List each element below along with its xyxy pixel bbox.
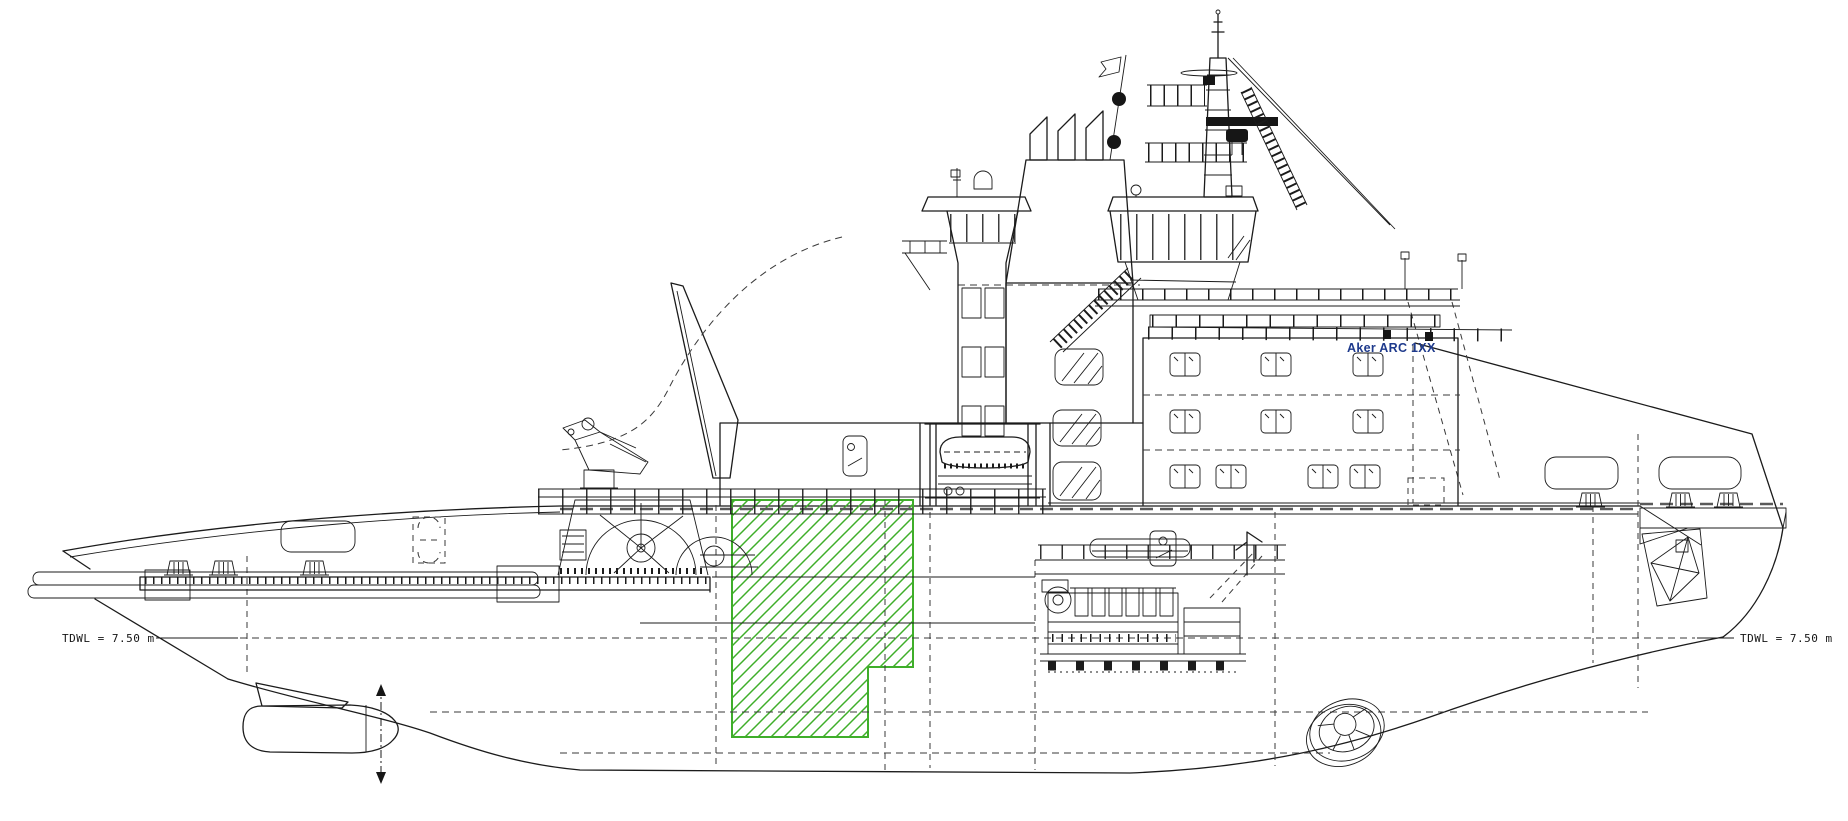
axis-arrowheads bbox=[376, 684, 386, 784]
radar-antenna-lower bbox=[1206, 117, 1278, 155]
stern-fender bbox=[144, 569, 191, 601]
aft-bridge-tower bbox=[902, 168, 1032, 437]
tunnel-thruster bbox=[1306, 698, 1385, 767]
bridge-stair-hatch bbox=[1227, 235, 1251, 261]
radar-antenna-upper bbox=[1180, 69, 1238, 85]
aft-deckhouse bbox=[538, 422, 1144, 515]
crane-radius-arc bbox=[559, 236, 843, 451]
fairlead bbox=[1575, 492, 1606, 508]
bulwark-opening bbox=[1658, 456, 1742, 490]
towing-winch bbox=[557, 499, 758, 576]
windlass-outline bbox=[1407, 477, 1445, 506]
day-shape-ball bbox=[1112, 92, 1126, 106]
vent-fin bbox=[670, 282, 739, 479]
waterline-label-right: TDWL = 7.50 m bbox=[1697, 632, 1833, 645]
bollard bbox=[299, 560, 330, 576]
deck-crane bbox=[562, 417, 649, 489]
roof-railing bbox=[1147, 326, 1513, 342]
hull-outline bbox=[62, 342, 1787, 774]
deck-reference-lines bbox=[240, 284, 1783, 770]
davit bbox=[1235, 531, 1263, 576]
forecastle bbox=[1407, 456, 1787, 607]
bollard bbox=[163, 560, 194, 576]
vessel-name-text: Aker ARC 1XX bbox=[1347, 341, 1436, 355]
bollard bbox=[208, 560, 239, 576]
highlight-hatched-region bbox=[731, 499, 914, 738]
day-shape-ball bbox=[1107, 135, 1121, 149]
bow-ice-fender bbox=[1639, 507, 1787, 545]
main-engine bbox=[1040, 549, 1263, 673]
mast-platforms bbox=[1145, 84, 1247, 163]
lifeboat bbox=[924, 423, 1041, 506]
intake-louvres bbox=[961, 287, 1005, 437]
waterline-label-left: TDWL = 7.50 m bbox=[62, 632, 238, 645]
anchor bbox=[1641, 528, 1708, 607]
forward-bridge bbox=[1095, 184, 1467, 328]
signal-posts bbox=[1400, 251, 1467, 289]
boat-deck-railing bbox=[538, 488, 1046, 515]
bridge-deck bbox=[1095, 288, 1460, 307]
stair-windows bbox=[1052, 348, 1104, 501]
workboat bbox=[1089, 538, 1191, 558]
inclined-ladder bbox=[1240, 86, 1308, 211]
azipod-thruster bbox=[242, 682, 399, 784]
cabin-windows bbox=[1169, 352, 1384, 489]
bulwark-opening bbox=[1544, 456, 1619, 490]
roof-gear bbox=[1130, 184, 1243, 197]
tdwl-right-text: TDWL = 7.50 m bbox=[1740, 632, 1833, 645]
generator-block bbox=[1183, 607, 1241, 655]
main-mast bbox=[1145, 9, 1396, 230]
tdwl-left-text: TDWL = 7.50 m bbox=[62, 632, 155, 645]
freeing-port bbox=[280, 520, 356, 553]
stern-fender bbox=[496, 565, 560, 603]
aft-deck bbox=[139, 516, 1285, 593]
tier-window-band bbox=[1149, 314, 1441, 328]
exhaust-vents bbox=[1029, 110, 1104, 161]
superstructure bbox=[919, 267, 1513, 506]
dashed-equipment-box bbox=[412, 516, 446, 564]
roof-equipment bbox=[950, 168, 993, 197]
flag bbox=[1098, 56, 1122, 78]
workboat-davit bbox=[1038, 530, 1286, 576]
side-door bbox=[842, 435, 868, 477]
mast-stays bbox=[1227, 57, 1396, 230]
fairlead bbox=[1713, 492, 1744, 508]
aft-wing-platform bbox=[902, 240, 947, 291]
panel bbox=[1149, 530, 1177, 567]
stern-towing-rails bbox=[27, 565, 560, 603]
